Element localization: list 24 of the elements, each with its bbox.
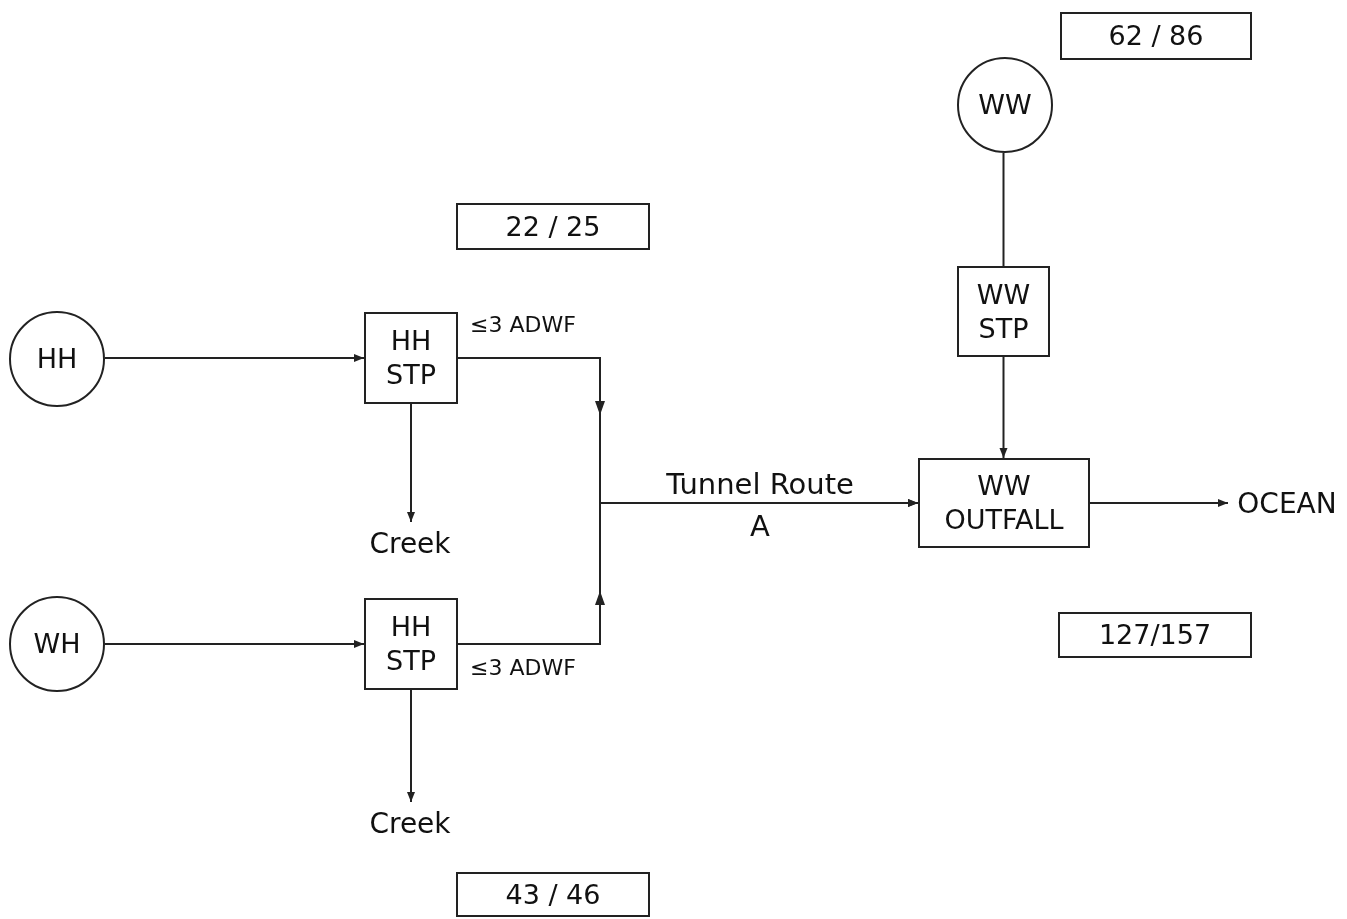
process-box: 62 / 86	[1060, 12, 1252, 60]
process-box: 127/157	[1058, 612, 1252, 658]
node-circle: HH	[9, 311, 105, 407]
edge-label: ≤3 ADWF	[470, 655, 576, 680]
process-box: WW STP	[957, 266, 1050, 357]
flow-arrow	[457, 499, 919, 645]
node-label: Creek	[355, 802, 465, 844]
node-circle: WW	[957, 57, 1053, 153]
process-box: HH STP	[364, 312, 458, 404]
flow-arrow	[1089, 499, 1229, 507]
node-label: Creek	[355, 522, 465, 564]
flow-arrow	[407, 689, 415, 803]
edge-label: ≤3 ADWF	[470, 312, 576, 337]
flow-arrow	[104, 640, 365, 648]
process-box: 22 / 25	[456, 203, 650, 250]
process-box: WW OUTFALL	[918, 458, 1090, 548]
node-circle: WH	[9, 596, 105, 692]
process-box: 43 / 46	[456, 872, 650, 917]
node-label: OCEAN	[1228, 482, 1346, 524]
process-box: HH STP	[364, 598, 458, 690]
route-label: Tunnel Route A	[665, 466, 855, 545]
flow-arrow	[999, 356, 1008, 459]
flow-arrow	[407, 403, 415, 523]
flow-arrow	[104, 354, 365, 362]
